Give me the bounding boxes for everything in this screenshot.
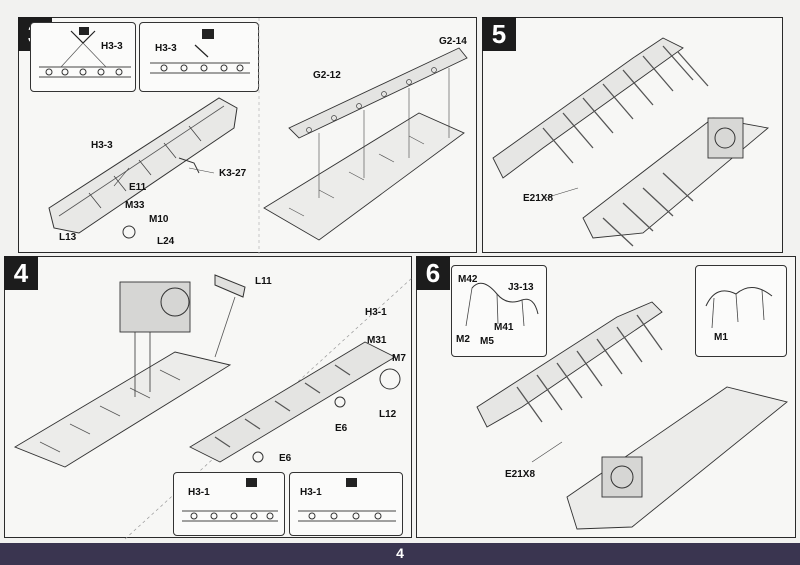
part-callout: E6 (335, 423, 348, 434)
hull-side-detail (39, 27, 131, 78)
part-callout: M7 (392, 353, 406, 364)
part-callout: H3-3 (155, 43, 177, 54)
part-callout: M41 (494, 322, 514, 333)
step-5-panel: 5 E21X8 (482, 17, 783, 253)
part-callout: L11 (255, 276, 272, 287)
hull-engine-drawing (13, 274, 414, 540)
part-callout: H3-1 (365, 307, 387, 318)
hull-top-detail (150, 29, 250, 74)
part-callout: E6 (279, 453, 292, 464)
page-number: 4 (396, 545, 404, 561)
hull-assembly-drawing (48, 97, 238, 239)
fender-assembly-drawing (258, 18, 468, 254)
detail-inset-right: M1 (695, 265, 787, 357)
part-callout: G2-14 (439, 36, 467, 47)
detail-inset-left: H3-1 (173, 472, 285, 536)
part-callout: E11 (129, 182, 147, 193)
part-callout: L24 (157, 236, 175, 247)
hull-side-detail (182, 478, 278, 522)
step-number: 5 (482, 17, 516, 51)
part-callout: H3-1 (300, 487, 322, 498)
hull-top-detail (298, 478, 396, 522)
tow-cable-detail (465, 282, 539, 327)
part-callout: H3-3 (91, 140, 113, 151)
step-number: 6 (416, 256, 450, 290)
part-callout: M2 (456, 334, 470, 345)
part-callout: H3-1 (188, 487, 210, 498)
detail-inset-left: H3-3 (30, 22, 136, 92)
step-number: 4 (4, 256, 38, 290)
part-callout: H3-3 (101, 41, 123, 52)
part-callout: M1 (714, 332, 728, 343)
part-callout: M42 (458, 274, 478, 285)
detail-inset-right: H3-3 (139, 22, 259, 92)
part-callout: J3-13 (508, 282, 534, 293)
part-callout: M31 (367, 335, 387, 346)
hull-suspension-drawing (492, 37, 770, 247)
part-callout: K3-27 (219, 168, 247, 179)
step-4-panel: 4 L11 H3-1 M31 M7 L12 E6 E6 H3-1 (4, 256, 414, 540)
part-callout: L12 (379, 409, 397, 420)
hull-rail-detail (705, 287, 773, 329)
part-callout: E21X8 (523, 193, 554, 204)
part-callout: M33 (125, 200, 145, 211)
step-3-panel: 3 H3-3 H3-3 (18, 17, 477, 254)
part-callout: M5 (480, 336, 494, 347)
part-callout: G2-12 (313, 70, 341, 81)
hull-final-drawing (476, 301, 788, 530)
step-6-panel: 6 M42 J3-13 M41 M2 M5 M1 (416, 256, 796, 538)
detail-inset-right: H3-1 (289, 472, 403, 536)
footer-bar (0, 543, 800, 565)
detail-inset-left: M42 J3-13 M41 M2 M5 (451, 265, 547, 357)
part-callout: M10 (149, 214, 169, 225)
part-callout: L13 (59, 232, 77, 243)
part-callout: E21X8 (505, 469, 536, 480)
